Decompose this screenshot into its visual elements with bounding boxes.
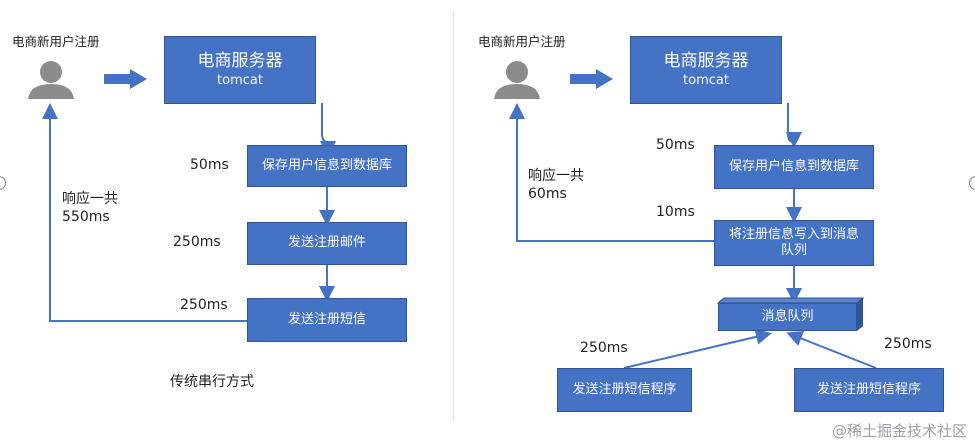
step-box: 将注册信息写入到消息 队列	[714, 220, 874, 266]
request-arrow	[570, 69, 613, 89]
server-box: 电商服务器 tomcat	[164, 36, 316, 104]
consumer-box: 发送注册短信程序	[557, 368, 692, 412]
server-subtitle: tomcat	[683, 72, 729, 88]
consume-arrow	[786, 330, 877, 369]
server-title: 电商服务器	[663, 51, 749, 72]
step-label: 发送注册短信	[287, 311, 366, 327]
response-arrow	[42, 103, 248, 322]
consumer-label: 发送注册短信程序	[572, 381, 677, 397]
step-label: 队列	[780, 243, 807, 258]
queue-depth	[857, 298, 863, 331]
step-time: 250ms	[173, 234, 221, 250]
server-title: 电商服务器	[197, 51, 283, 72]
step-time: 50ms	[656, 137, 695, 153]
watermark: @稀土掘金技术社区	[831, 422, 967, 440]
consumer-time: 250ms	[580, 340, 628, 356]
step-time: 10ms	[656, 204, 695, 220]
server-subtitle: tomcat	[217, 72, 263, 88]
step-box: 发送注册邮件	[247, 222, 407, 265]
step-box: 保存用户信息到数据库	[247, 145, 407, 187]
user-icon	[494, 61, 540, 99]
request-arrow	[104, 69, 147, 89]
response-time: 响应一共 60ms	[528, 167, 584, 203]
step-time: 250ms	[180, 297, 228, 313]
response-label: 响应一共	[528, 168, 584, 184]
flow-arrow	[320, 103, 336, 157]
consumer-time: 250ms	[884, 336, 932, 352]
step-label: 保存用户信息到数据库	[261, 157, 392, 173]
user-label: 电商新用户注册	[12, 34, 100, 49]
response-label: 响应一共	[62, 191, 118, 207]
consume-arrow	[623, 328, 772, 369]
caption: 传统串行方式	[170, 374, 254, 390]
queue-label: 消息队列	[761, 308, 814, 324]
message-queue: 消息队列	[718, 303, 857, 331]
consumer-label: 发送注册短信程序	[816, 381, 921, 397]
step-label: 保存用户信息到数据库	[728, 158, 859, 174]
response-value: 60ms	[528, 186, 567, 203]
step-time: 50ms	[190, 157, 229, 173]
response-arrow	[509, 103, 714, 242]
user-label: 电商新用户注册	[478, 34, 566, 49]
step-label: 发送注册邮件	[287, 235, 366, 251]
server-box: 电商服务器 tomcat	[630, 36, 782, 104]
step-label: 将注册信息写入到消息	[728, 226, 859, 242]
user-icon	[28, 61, 74, 99]
consumer-box: 发送注册短信程序	[794, 368, 944, 412]
response-value: 550ms	[62, 209, 110, 226]
panel-divider	[453, 12, 454, 420]
flow-arrow	[786, 103, 802, 148]
step-box: 保存用户信息到数据库	[714, 145, 874, 189]
response-time: 响应一共 550ms	[62, 190, 118, 226]
step-box: 发送注册短信	[247, 298, 407, 342]
